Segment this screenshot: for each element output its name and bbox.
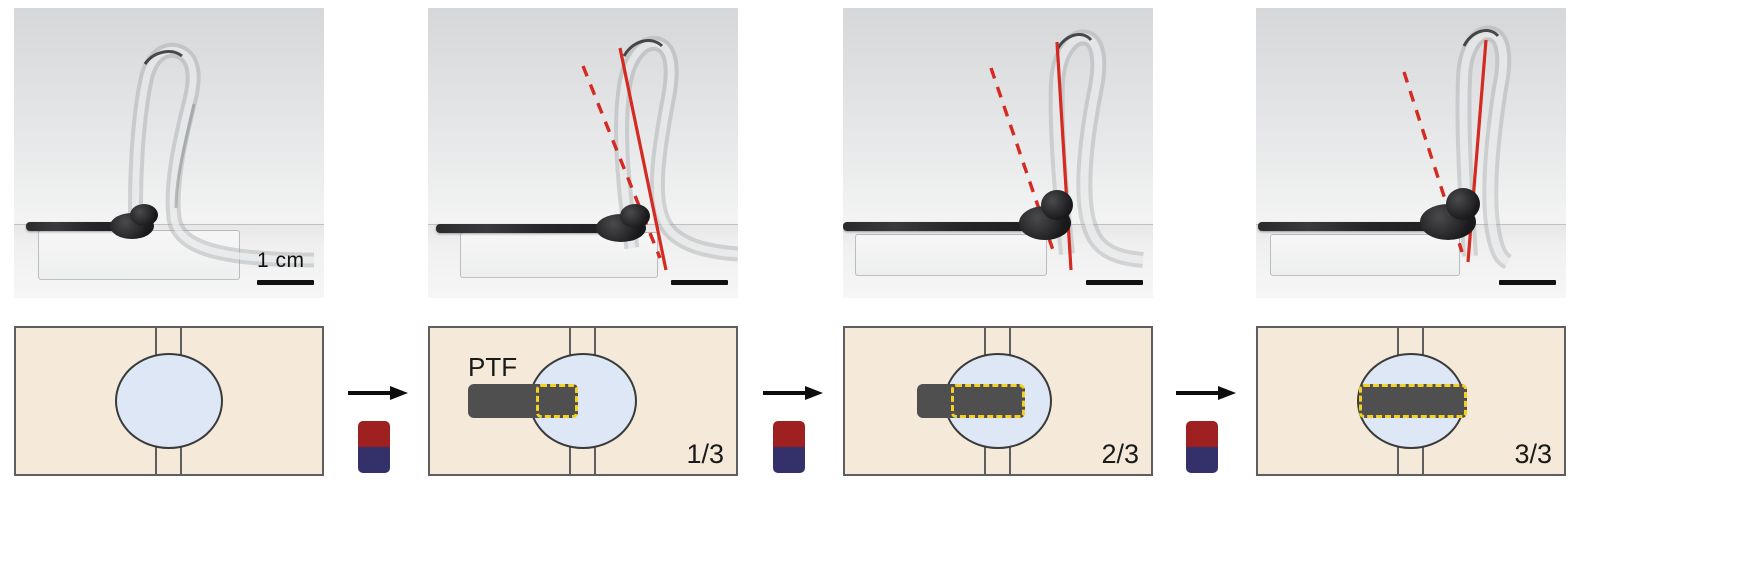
actuator-strip bbox=[127, 42, 315, 268]
photo-panel-3 bbox=[843, 8, 1153, 298]
ptf-label: PTF bbox=[468, 352, 518, 382]
fraction-label-4: 3/3 bbox=[1514, 439, 1552, 469]
ink-blob bbox=[130, 204, 158, 226]
ink-blob bbox=[620, 204, 650, 228]
scale-bar-1 bbox=[257, 280, 314, 285]
thermal-swatch bbox=[358, 421, 390, 473]
ptf-overlap-region bbox=[951, 384, 1025, 418]
conductive-trace bbox=[843, 222, 1053, 231]
photo-panel-4 bbox=[1256, 8, 1566, 298]
angle-line-solid bbox=[1055, 41, 1073, 271]
substrate-plate bbox=[38, 230, 240, 280]
right-arrow-icon bbox=[1176, 386, 1238, 400]
connector-3 bbox=[1168, 318, 1248, 498]
right-arrow-icon bbox=[348, 386, 410, 400]
schematic-panel-4: 3/3 bbox=[1256, 326, 1566, 476]
angle-line-dashed bbox=[581, 65, 662, 259]
conductive-trace bbox=[436, 224, 636, 233]
schematic-row: PTF 1/3 2/3 3/3 bbox=[0, 318, 1754, 498]
connector-2 bbox=[755, 318, 835, 498]
thermal-swatch bbox=[773, 421, 805, 473]
ink-blob bbox=[1446, 188, 1480, 220]
fraction-label-2: 1/3 bbox=[686, 439, 724, 469]
conductive-trace bbox=[1258, 222, 1458, 231]
scale-bar-3 bbox=[1086, 280, 1143, 285]
substrate-plate bbox=[855, 234, 1047, 276]
scale-bar-label-1: 1 cm bbox=[257, 249, 305, 272]
fraction-label-3: 2/3 bbox=[1101, 439, 1139, 469]
actuator-strip bbox=[581, 35, 738, 271]
chamber-oval bbox=[115, 353, 223, 449]
photograph-row: 1 cm bbox=[14, 8, 1566, 298]
substrate-plate bbox=[1270, 234, 1460, 276]
scale-bar-2 bbox=[671, 280, 728, 285]
schematic-panel-3: 2/3 bbox=[843, 326, 1153, 476]
ink-blob bbox=[1041, 190, 1073, 220]
angle-line-solid bbox=[618, 47, 668, 271]
conductive-trace bbox=[26, 222, 144, 231]
schematic-panel-1 bbox=[14, 326, 324, 476]
ptf-overlap-region bbox=[536, 384, 578, 418]
scale-bar-4 bbox=[1499, 280, 1556, 285]
actuator-strip bbox=[989, 29, 1144, 271]
right-arrow-icon bbox=[763, 386, 825, 400]
schematic-panel-2: PTF 1/3 bbox=[428, 326, 738, 476]
ptf-overlap-region bbox=[1359, 384, 1467, 418]
photo-panel-1: 1 cm bbox=[14, 8, 324, 298]
connector-1 bbox=[340, 318, 420, 498]
actuator-strip bbox=[1402, 25, 1512, 270]
thermal-swatch bbox=[1186, 421, 1218, 473]
photo-panel-2 bbox=[428, 8, 738, 298]
